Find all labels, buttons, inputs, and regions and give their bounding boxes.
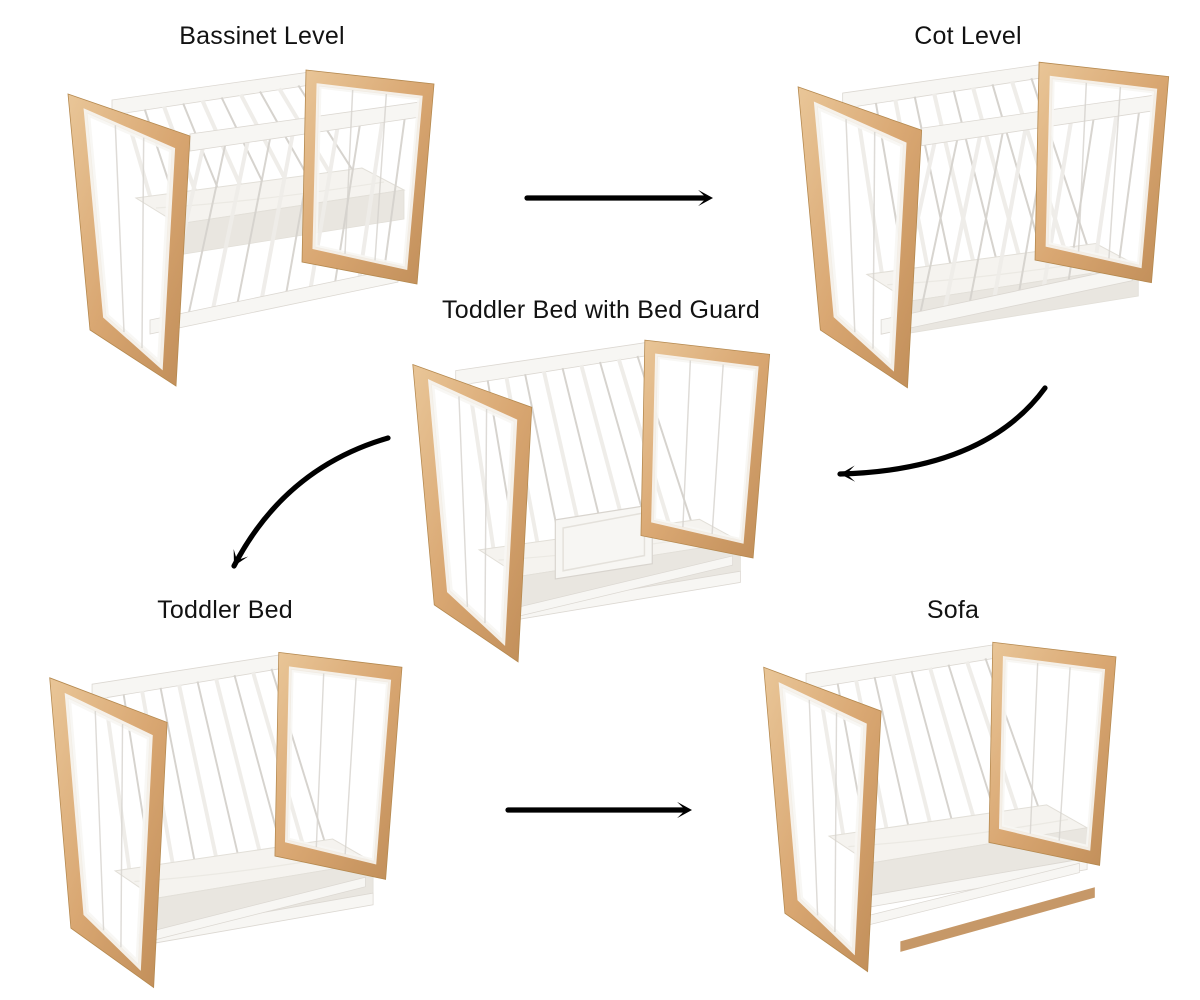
stage-label-sofa: Sofa bbox=[926, 596, 980, 624]
bassinet-level-illustration bbox=[67, 69, 435, 387]
arrow-toddler-guard-to-toddler bbox=[231, 435, 391, 569]
sofa-illustration bbox=[763, 641, 1117, 973]
arrow-toddler-to-sofa bbox=[505, 801, 692, 819]
stage-label-cot: Cot Level bbox=[914, 22, 1022, 50]
stage-label-toddler-bed: Toddler Bed bbox=[157, 596, 293, 624]
stage-label-bassinet: Bassinet Level bbox=[179, 22, 345, 50]
arrow-cot-to-toddler-guard bbox=[837, 385, 1048, 482]
toddler-bed-illustration bbox=[49, 651, 403, 989]
stage-label-toddler-bed-guard: Toddler Bed with Bed Guard bbox=[442, 296, 760, 324]
cot-level-illustration bbox=[797, 61, 1170, 389]
toddler-bed-with-bed-guard-illustration bbox=[412, 339, 771, 663]
arrow-bassinet-to-cot bbox=[524, 189, 713, 207]
